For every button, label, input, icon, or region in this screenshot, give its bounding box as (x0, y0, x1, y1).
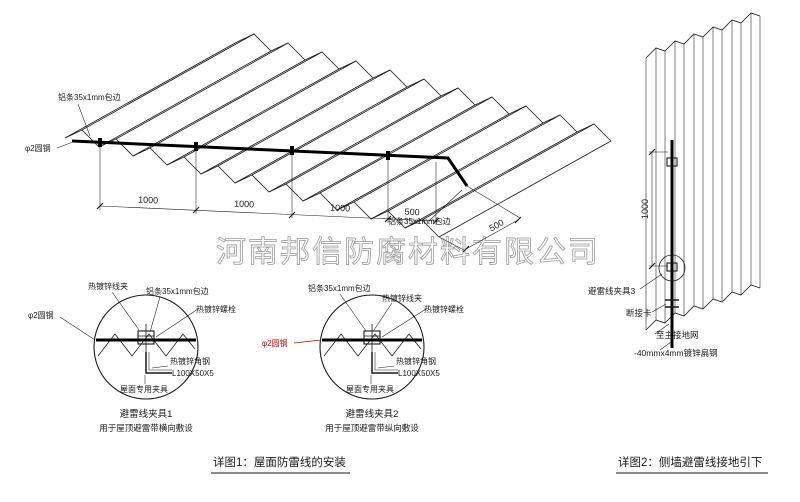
dim-right-500: 500 (488, 217, 506, 233)
c2-title: 避雷线夹具2 (346, 408, 399, 420)
detail-circle-1: 热镀锌线夹 铝条35x1mm包边 热镀锌螺栓 φ2圆钢 热镀锌角钢 L100X5… (28, 281, 236, 433)
label-round-steel-roof: φ2圆钢 (25, 143, 51, 153)
c1-angle-steel (145, 352, 172, 374)
label-alu-strip-right: 铝条35x1mm包边 (388, 216, 451, 226)
dim-right-ticks (462, 216, 522, 253)
disconnect-card-bars (665, 299, 679, 308)
c1-label-clip: 热镀锌线夹 (88, 281, 128, 291)
c1-angle-steel-inner (148, 352, 172, 371)
c2-angle-steel-inner (374, 352, 398, 371)
wall-clamp-bubble (658, 254, 686, 282)
dim-extension-lines (99, 146, 437, 225)
c1-title: 避雷线夹具1 (120, 408, 173, 420)
c1-label-bolt: 热镀锌螺栓 (196, 304, 236, 314)
c1-label-round-steel: φ2圆钢 (28, 310, 54, 320)
wall-dim-1000: 1000 (640, 199, 650, 219)
c2-label-round-steel: φ2圆钢 (262, 338, 288, 348)
wall-clamp-upper (666, 157, 678, 167)
caption-detail1: 详图1：屋面防雷线的安装 (213, 455, 346, 469)
dim-500: 500 (404, 207, 419, 218)
c2-label-angle-spec: L100X50X5 (398, 369, 440, 378)
c2-subtitle: 用于屋顶避雷带纵向敷设 (325, 423, 419, 433)
detail-circle-2: 铝条35x1mm包边 热镀锌线夹 热镀锌螺栓 φ2圆钢 热镀锌角钢 L100X5… (262, 283, 464, 433)
detail-bubble-1 (93, 294, 199, 400)
c1-corrugation-profile (97, 333, 196, 357)
roof-front-edge (64, 129, 440, 238)
wall-dim-ticks (648, 148, 656, 270)
c2-label-clip: 热镀锌线夹 (382, 293, 422, 303)
roof-ridge-lines (64, 33, 612, 238)
label-to-main-ground: 至主接地网 (656, 330, 699, 340)
wall-elevation-view: 1000 避雷线夹具3 断接卡 至主接地网 -40mmx4mm镀锌扁钢 (588, 12, 761, 358)
c2-angle-steel (371, 352, 398, 374)
dim-line (99, 205, 437, 222)
label-disconnect-card: 断接卡 (626, 308, 652, 318)
c2-label-roof-clamp: 屋面专用夹具 (346, 384, 394, 394)
detail-bubble-2 (319, 294, 425, 400)
roof-leader-lines (56, 103, 463, 221)
label-alu-strip-top: 铝条35x1mm包边 (58, 92, 121, 102)
c2-corrugation-profile (323, 333, 422, 357)
dim-1000-b: 1000 (234, 199, 254, 210)
c2-leader-lines (339, 293, 427, 384)
c1-subtitle: 用于屋顶避雷带横向敷设 (99, 423, 193, 433)
label-clamp3: 避雷线夹具3 (588, 286, 636, 296)
c1-label-alu: 铝条35x1mm包边 (146, 286, 209, 296)
wall-corrugation-lines (645, 13, 761, 330)
roof-back-edge (236, 33, 612, 142)
caption-detail2: 详图2：侧墙避雷线接地引下 (618, 455, 762, 469)
c2-label-alu: 铝条35x1mm包边 (308, 283, 371, 293)
c2-leader-round-steel (293, 339, 322, 344)
sheet-captions: 详图1：屋面防雷线的安装 详图2：侧墙避雷线接地引下 (211, 455, 768, 474)
wall-clamp-lower (666, 262, 678, 272)
c1-label-roof-clamp: 屋面专用夹具 (120, 384, 168, 394)
c1-label-angle: 热镀锌角钢 (170, 356, 210, 366)
dim-1000-a: 1000 (138, 195, 158, 206)
c1-label-angle-spec: L100X50X5 (172, 369, 214, 378)
wall-leader-lines (639, 273, 672, 351)
dim-right-extensions (438, 185, 521, 251)
roof-isometric-view: 1000 1000 1000 500 500 铝条35x1mm包边 φ2圆钢 铝… (25, 33, 612, 253)
c2-label-bolt: 热镀锌螺栓 (424, 304, 464, 314)
company-watermark: 河南邦信防腐材料有限公司 (216, 236, 600, 269)
dim-1000-c: 1000 (330, 203, 350, 214)
label-flat-steel: -40mmx4mm镀锌扁钢 (634, 348, 718, 358)
c1-leader-lines (59, 291, 199, 384)
c2-label-angle: 热镀锌角钢 (396, 356, 436, 366)
dim-ticks (96, 202, 440, 225)
